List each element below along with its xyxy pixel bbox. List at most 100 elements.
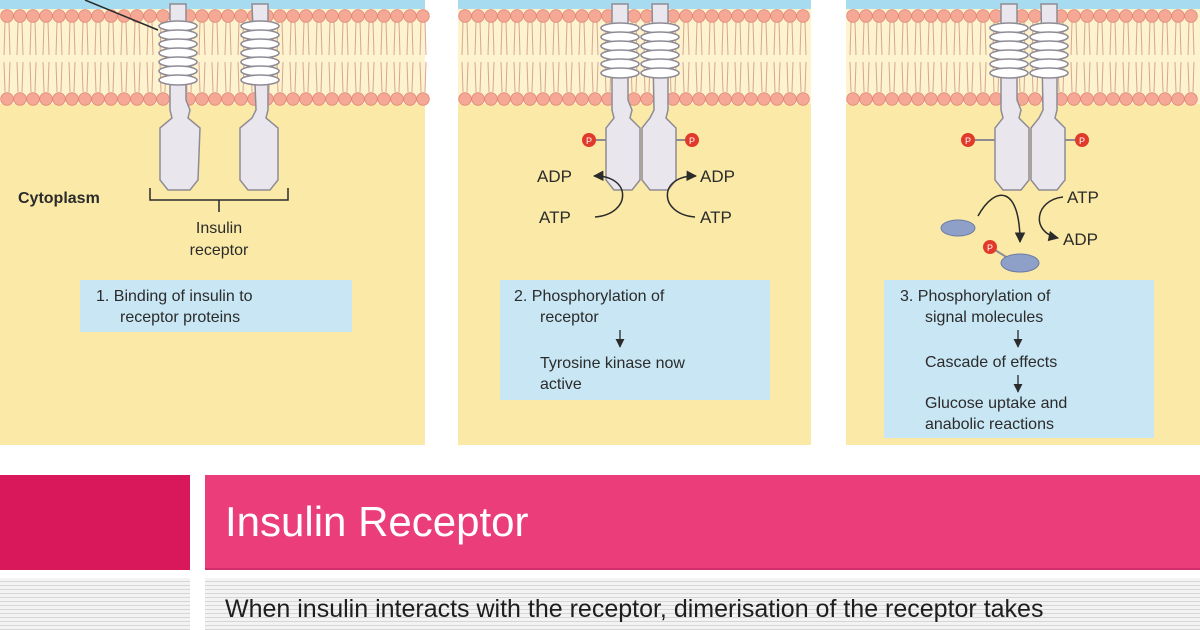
phospholipid-head [976,92,990,106]
phospholipid-head [26,92,40,106]
phospholipid-head [312,92,326,106]
lipid-tail [940,61,948,93]
phospholipid-head [796,92,810,106]
insulin-receptor-diagram: Cytoplasm Insulin receptor 1. Binding of… [0,0,1200,445]
phospholipid-head [351,92,365,106]
lipid-tail [786,61,794,93]
phospholipid-head [796,9,810,23]
phospholipid-head [484,92,498,106]
lipid-tail [393,61,401,93]
lipid-tail [3,61,11,93]
right-atp-label: ATP [700,208,732,227]
phospholipid-head [950,92,964,106]
phospholipid-head [13,92,27,106]
lipid-tail [367,61,375,93]
phospholipid-head [523,92,537,106]
phospholipid-head [757,92,771,106]
phospholipid-head [1119,9,1133,23]
lipid-tail [901,21,909,56]
phospholipid-head [718,9,732,23]
lipid-tail [302,61,310,93]
lipid-tail [1174,61,1182,93]
lipid-tail [849,61,857,93]
lipid-tail [1070,21,1078,56]
lipid-tail [708,21,716,56]
phospholipid-head [1093,92,1107,106]
lipid-tail [1070,61,1078,93]
phospholipid-head [26,9,40,23]
phospholipid-head [692,92,706,106]
caption-a-line-1: 1. Binding of insulin to [96,288,253,305]
lipid-tail [565,61,573,93]
phospholipid-head [195,9,209,23]
phospholipid-head [299,92,313,106]
lipid-tail [862,61,870,93]
phospholipid-head [273,9,287,23]
lipid-tail [953,61,961,93]
phospholipid-head [757,9,771,23]
phospholipid-head [52,9,66,23]
lipid-tail [500,21,508,56]
signal-transfer-arrow [977,194,1026,244]
extracellular-space [0,0,425,9]
lipid-tail [1109,21,1117,56]
phospholipid-head [104,9,118,23]
phospholipid-head [286,92,300,106]
phospholipid-head [885,9,899,23]
adp-label: ADP [1063,230,1098,249]
lipid-tail [419,61,427,93]
phospholipid-head [705,92,719,106]
lipid-tail [799,61,807,93]
phospholipid-head [0,9,14,23]
lipid-tail [1135,21,1143,56]
lipid-tail [1174,21,1182,56]
lipid-tail [94,61,102,93]
phospholipid-head [885,92,899,106]
phospholipid-head [52,92,66,106]
phospholipid-head [156,92,170,106]
caption-c-line-5: anabolic reactions [925,416,1054,433]
phospholipid-head [937,9,951,23]
receptor-label-line-1: Insulin [196,220,242,237]
lipid-tail [328,61,336,93]
lipid-tail [578,21,586,56]
phospholipid-head [575,92,589,106]
lipid-tail [539,21,547,56]
extracellular-space [846,0,1200,9]
phospholipid-head [859,92,873,106]
phospholipid-head [1080,9,1094,23]
lipid-tail [747,61,755,93]
lipid-tail [979,21,987,56]
reaction-arrow-left [592,170,624,218]
helix-coil [158,74,198,86]
phospholipid-head [234,92,248,106]
panel-a-receptor [84,0,280,191]
phospholipid-head [846,92,860,106]
phospholipid-head [1171,9,1185,23]
phospholipid-head [65,9,79,23]
phospholipid-head [91,92,105,106]
receptor-right-helix [1029,22,1069,79]
lipid-tail [862,21,870,56]
lipid-tail [1122,61,1130,93]
lipid-tail [760,21,768,56]
phospholipid-head [1119,92,1133,106]
lipid-tail [1109,61,1117,93]
lipid-tail [760,61,768,93]
caption-c-line-3: Cascade of effects [925,354,1057,371]
lipid-tail [695,61,703,93]
lipid-tail [289,61,297,93]
phospholipid-head [770,9,784,23]
phospholipid-head [338,92,352,106]
cytoplasm-label: Cytoplasm [18,190,100,207]
lipid-tail [578,61,586,93]
phospholipid-head [950,9,964,23]
lipid-tail [224,61,232,93]
phospholipid-head [377,9,391,23]
phospholipid-head [91,9,105,23]
phospholipid-head [588,9,602,23]
atp-adp-arrow [1038,196,1064,242]
helix-coil [240,74,280,86]
caption-b-line-4: active [540,376,582,393]
lipid-tail [133,21,141,56]
